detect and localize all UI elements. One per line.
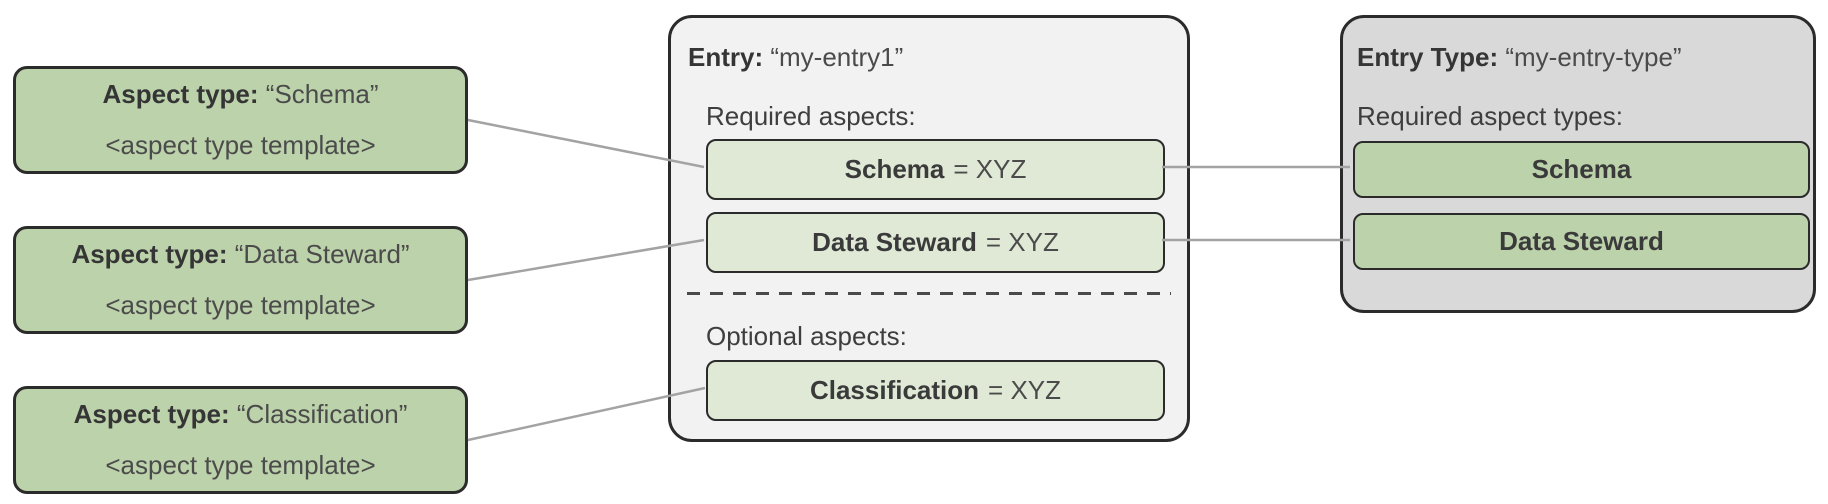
entry-label: Entry: — [688, 42, 764, 72]
aspect-type-chip-name: Data Steward — [1499, 226, 1664, 256]
required-aspects-label: Required aspects: — [706, 101, 916, 131]
aspect-type-template: <aspect type template> — [105, 450, 376, 480]
aspect-type-card-classification: Aspect type: “Classification” <aspect ty… — [13, 386, 468, 494]
aspect-type-label: Aspect type: — [73, 399, 230, 430]
aspect-type-card-title: Aspect type: “Schema” — [103, 80, 379, 109]
required-aspect-type-chip-schema: Schema — [1353, 141, 1810, 198]
entry-card-title: Entry: “my-entry1” — [688, 42, 903, 73]
entry-card: Entry: “my-entry1” Required aspects: Sch… — [668, 15, 1190, 442]
aspect-type-name: “Classification” — [236, 399, 408, 430]
aspect-chip-value: = XYZ — [985, 227, 1059, 257]
aspect-chip-value: = XYZ — [988, 375, 1062, 405]
entry-type-card-title: Entry Type: “my-entry-type” — [1357, 42, 1682, 73]
required-aspect-types-label: Required aspect types: — [1357, 101, 1623, 131]
optional-aspect-chip-classification: Classification = XYZ — [706, 360, 1165, 421]
aspect-chip-name: Classification — [809, 375, 980, 405]
required-optional-divider — [687, 292, 1171, 295]
aspect-type-name: “Data Steward” — [234, 239, 410, 270]
aspect-type-card-title: Aspect type: “Data Steward” — [71, 240, 409, 269]
entry-name: “my-entry1” — [770, 42, 904, 72]
aspect-type-template: <aspect type template> — [105, 130, 376, 160]
entry-type-label: Entry Type: — [1357, 42, 1499, 72]
aspect-type-name: “Schema” — [265, 79, 379, 110]
aspect-type-card-data-steward: Aspect type: “Data Steward” <aspect type… — [13, 226, 468, 334]
aspect-type-label: Aspect type: — [102, 79, 259, 110]
required-aspect-type-chip-data-steward: Data Steward — [1353, 213, 1810, 270]
aspect-type-chip-name: Schema — [1531, 154, 1632, 184]
entry-type-card: Entry Type: “my-entry-type” Required asp… — [1340, 15, 1816, 313]
aspect-chip-name: Data Steward — [812, 227, 977, 257]
optional-aspects-label: Optional aspects: — [706, 321, 907, 351]
aspect-type-card-schema: Aspect type: “Schema” <aspect type templ… — [13, 66, 468, 174]
aspect-type-label: Aspect type: — [71, 239, 228, 270]
aspect-type-card-title: Aspect type: “Classification” — [74, 400, 408, 429]
aspect-chip-name: Schema — [844, 154, 945, 184]
required-aspect-chip-data-steward: Data Steward = XYZ — [706, 212, 1165, 273]
entry-type-name: “my-entry-type” — [1505, 42, 1682, 72]
aspect-type-template: <aspect type template> — [105, 290, 376, 320]
required-aspect-chip-schema: Schema = XYZ — [706, 139, 1165, 200]
aspect-chip-value: = XYZ — [953, 154, 1027, 184]
